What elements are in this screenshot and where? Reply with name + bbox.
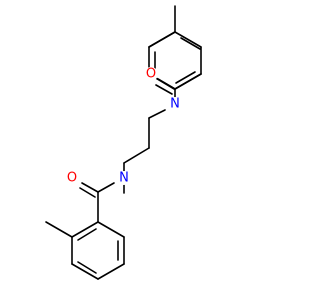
bond (97, 221, 125, 238)
atom-n1: N (168, 97, 182, 112)
oxygen-label: O (146, 67, 156, 82)
oxygen-label: O (67, 171, 77, 186)
upper-carbonyl-c-o-double-b (155, 84, 173, 95)
bond (174, 31, 202, 48)
chemical-structure-diagram: O N N O (45, 5, 202, 280)
lower-carbonyl-c-o-double-a (81, 182, 99, 193)
aromatic-double-bond (77, 228, 97, 241)
bond (97, 263, 125, 280)
bond (71, 263, 99, 280)
atom-o2: O (65, 171, 79, 186)
lower-n-to-carbonyl-bond (97, 182, 115, 193)
upper-benzene-ring (148, 31, 202, 90)
chain-bond (123, 147, 150, 164)
upper-methyl-bond (148, 31, 176, 48)
atom-o1: O (144, 67, 158, 82)
lower-carbonyl-c-o-double-b (79, 187, 96, 198)
aromatic-double-bond (175, 71, 196, 84)
aromatic-double-bond (77, 261, 97, 274)
upper-aryl-carbonyl-bond (174, 73, 202, 90)
lower-benzene-ring (71, 221, 125, 280)
chain-bond (148, 109, 166, 119)
aromatic-double-bond (180, 37, 201, 50)
lower-methyl-bond (45, 221, 73, 238)
bond (71, 221, 99, 238)
nitrogen-label: N (119, 171, 129, 186)
nitrogen-label: N (170, 97, 180, 112)
upper-carbonyl-c-o-double-a (157, 78, 176, 90)
atom-n2: N (117, 171, 131, 186)
